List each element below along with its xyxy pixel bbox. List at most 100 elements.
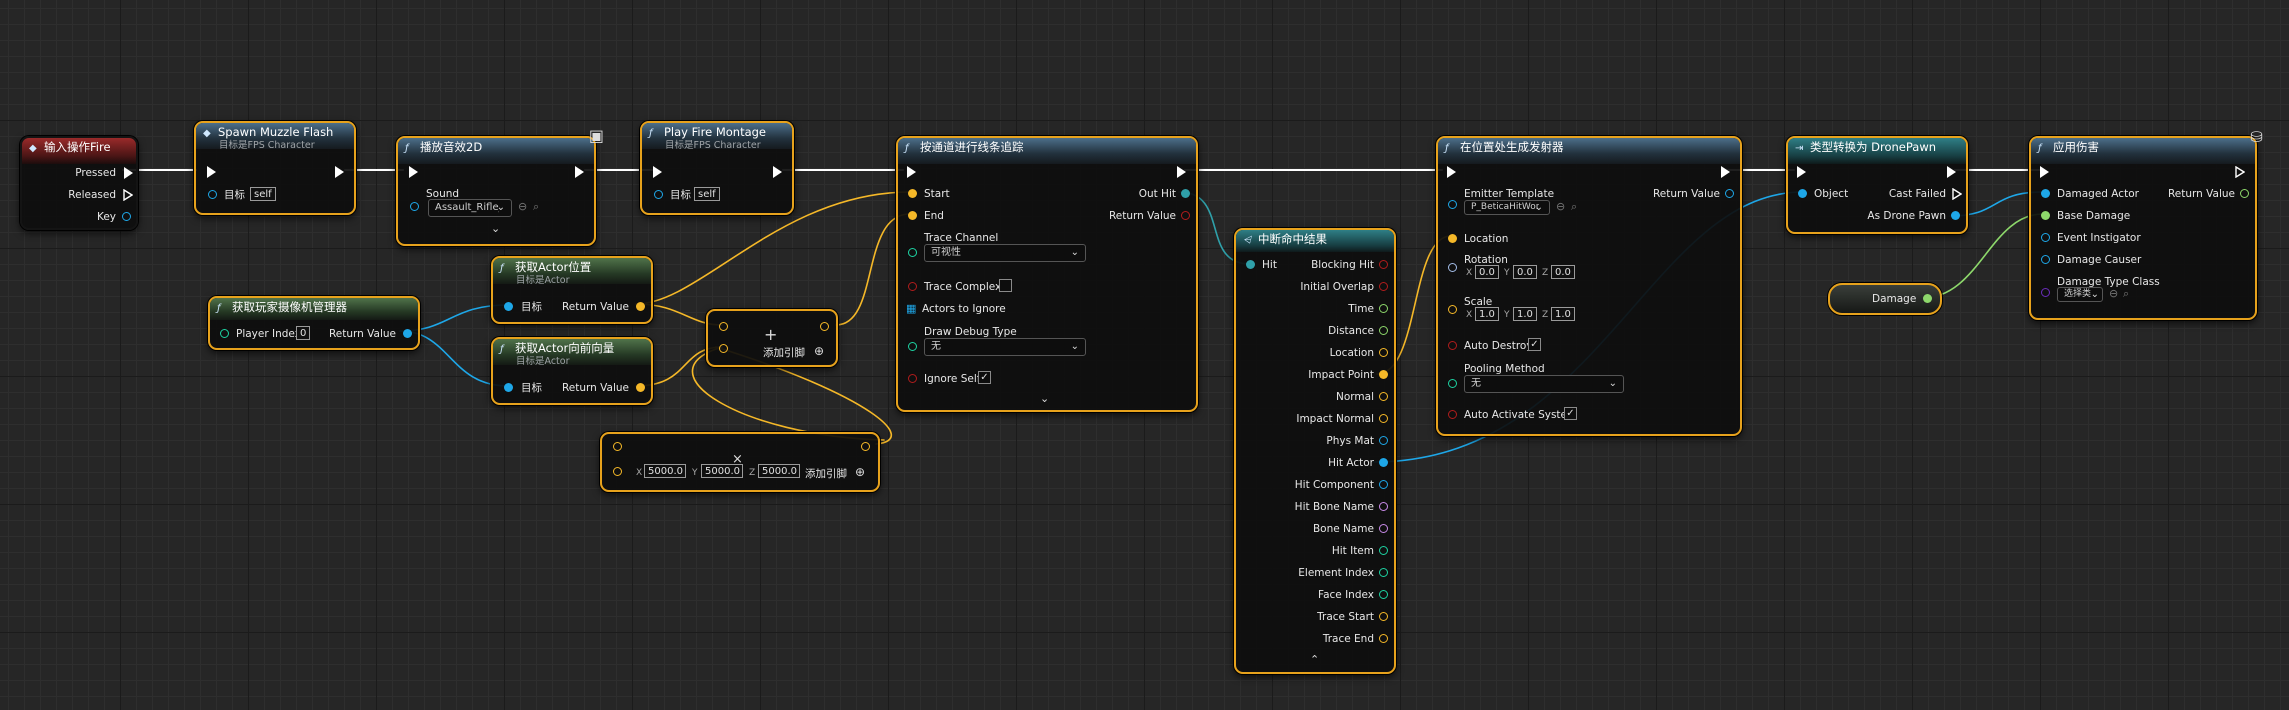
scale-y-box[interactable]: 1.0: [1513, 307, 1537, 321]
return-value-pin[interactable]: [403, 329, 412, 338]
emitter-template-pin[interactable]: [1448, 200, 1457, 209]
break-out-pin[interactable]: [1379, 348, 1388, 357]
as-drone-pawn-pin[interactable]: [1951, 211, 1960, 220]
b-pin[interactable]: [719, 344, 728, 353]
exec-out-pin[interactable]: [575, 166, 584, 178]
exec-out-pin[interactable]: [2235, 166, 2245, 178]
vector-multiply-node[interactable]: × X 5000.0 Y 5000.0 Z 5000.0 添加引脚 ⊕: [600, 432, 880, 492]
player-index-box[interactable]: 0: [296, 326, 311, 340]
return-value-pin[interactable]: [1181, 211, 1190, 220]
browse-icon[interactable]: ⊖: [2109, 287, 2119, 300]
cast-to-dronepawn-node[interactable]: ⇥类型转换为 DronePawn Object Cast Failed As D…: [1786, 136, 1968, 234]
target-self-box[interactable]: self: [694, 187, 720, 201]
return-value-pin[interactable]: [2240, 189, 2249, 198]
rotation-y-box[interactable]: 0.0: [1513, 265, 1537, 279]
add-pin-label[interactable]: 添加引脚: [763, 347, 805, 359]
y-value-box[interactable]: 5000.0: [701, 464, 743, 478]
x-value-box[interactable]: 5000.0: [644, 464, 686, 478]
break-out-pin[interactable]: [1379, 370, 1388, 379]
draw-debug-type-dropdown[interactable]: 无⌄: [924, 338, 1086, 356]
exec-in-pin[interactable]: [907, 166, 916, 178]
target-pin[interactable]: [654, 190, 663, 199]
target-self-box[interactable]: self: [250, 187, 276, 201]
scale-x-box[interactable]: 1.0: [1475, 307, 1499, 321]
break-out-pin[interactable]: [1379, 524, 1388, 533]
player-index-pin[interactable]: [220, 329, 229, 338]
end-pin[interactable]: [908, 211, 917, 220]
cast-failed-exec-pin[interactable]: [1952, 188, 1962, 200]
rotation-x-box[interactable]: 0.0: [1475, 265, 1499, 279]
auto-activate-pin[interactable]: [1448, 410, 1457, 419]
trace-channel-dropdown[interactable]: 可视性⌄: [924, 244, 1086, 262]
exec-out-pin[interactable]: [1177, 166, 1186, 178]
damage-causer-pin[interactable]: [2041, 255, 2050, 264]
location-pin[interactable]: [1448, 234, 1457, 243]
browse-icon[interactable]: ⊖: [518, 200, 528, 213]
input-action-fire-node[interactable]: ◆输入操作Fire Pressed Released Key: [20, 136, 138, 230]
exec-out-pin[interactable]: [335, 166, 344, 178]
exec-in-pin[interactable]: [1797, 166, 1806, 178]
collapse-chevron-icon[interactable]: ⌃: [1310, 653, 1320, 666]
break-out-pin[interactable]: [1379, 502, 1388, 511]
damage-variable-node[interactable]: Damage: [1828, 283, 1942, 315]
result-pin[interactable]: [820, 322, 829, 331]
sound-asset-dropdown[interactable]: Assault_Rifle_Sh⌄: [428, 199, 512, 217]
trace-complex-pin[interactable]: [908, 282, 917, 291]
exec-out-pin[interactable]: [773, 166, 782, 178]
start-pin[interactable]: [908, 189, 917, 198]
scale-pin[interactable]: [1448, 305, 1457, 314]
damage-out-pin[interactable]: [1923, 294, 1932, 303]
exec-out-pin[interactable]: [1721, 166, 1730, 178]
search-icon[interactable]: ⌕: [2123, 287, 2130, 300]
exec-in-pin[interactable]: [409, 166, 418, 178]
break-out-pin[interactable]: [1379, 568, 1388, 577]
trace-complex-checkbox[interactable]: [999, 279, 1012, 292]
add-pin-icon[interactable]: ⊕: [814, 344, 825, 358]
exec-in-pin[interactable]: [1447, 166, 1456, 178]
a-pin[interactable]: [719, 322, 728, 331]
break-out-pin[interactable]: [1379, 612, 1388, 621]
break-out-pin[interactable]: [1379, 590, 1388, 599]
break-out-pin[interactable]: [1379, 436, 1388, 445]
target-pin[interactable]: [208, 190, 217, 199]
exec-in-pin[interactable]: [653, 166, 662, 178]
b-pin[interactable]: [613, 467, 622, 476]
result-pin[interactable]: [861, 442, 870, 451]
break-out-pin[interactable]: [1379, 260, 1388, 269]
damage-type-class-dropdown[interactable]: 选择类⌄: [2057, 287, 2103, 302]
break-out-pin[interactable]: [1379, 634, 1388, 643]
break-out-pin[interactable]: [1379, 458, 1388, 467]
ignore-self-pin[interactable]: [908, 374, 917, 383]
rotation-z-box[interactable]: 0.0: [1551, 265, 1575, 279]
object-pin[interactable]: [1798, 189, 1807, 198]
target-pin[interactable]: [504, 302, 513, 311]
break-out-pin[interactable]: [1379, 326, 1388, 335]
break-out-pin[interactable]: [1379, 304, 1388, 313]
break-out-pin[interactable]: [1379, 282, 1388, 291]
exec-out-pin-hollow[interactable]: [123, 189, 133, 201]
target-pin[interactable]: [504, 383, 513, 392]
hit-pin[interactable]: [1246, 260, 1255, 269]
search-icon[interactable]: ⌕: [533, 200, 540, 213]
return-value-pin[interactable]: [636, 383, 645, 392]
exec-out-pin[interactable]: [1947, 166, 1956, 178]
out-hit-pin[interactable]: [1181, 189, 1190, 198]
damage-type-class-pin[interactable]: [2041, 288, 2050, 297]
break-out-pin[interactable]: [1379, 546, 1388, 555]
auto-destroy-pin[interactable]: [1448, 341, 1457, 350]
vector-add-node[interactable]: + 添加引脚 ⊕: [706, 309, 838, 367]
event-instigator-pin[interactable]: [2041, 233, 2050, 242]
exec-in-pin[interactable]: [207, 166, 216, 178]
trace-channel-pin[interactable]: [908, 248, 917, 257]
auto-destroy-checkbox[interactable]: ✓: [1528, 338, 1541, 351]
browse-icon[interactable]: ⊖: [1556, 200, 1566, 213]
